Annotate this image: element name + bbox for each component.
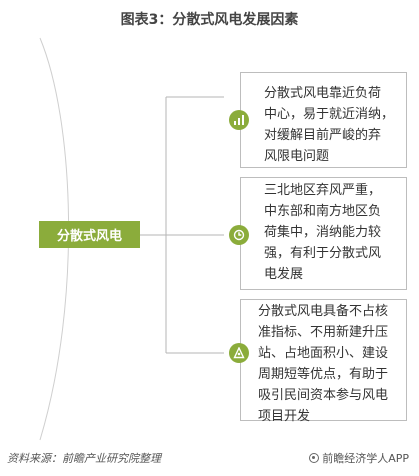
factor-3-line: 周期短等优点，有助于: [258, 367, 389, 382]
brand-logo-icon: [309, 453, 320, 463]
factor-1-line: 风限电问题: [264, 149, 330, 164]
decorative-arc: [39, 37, 70, 441]
source-note: 资料来源：前瞻产业研究院整理: [7, 452, 161, 465]
factor-2-line: 电发展: [264, 267, 304, 282]
factor-box-1: [240, 72, 407, 168]
center-node: 分散式风电: [39, 221, 140, 248]
chart-icon: [229, 110, 249, 130]
factor-text-2: 三北地区弃风严重， 中东部和南方地区负 荷集中，消纳能力较 强，有利于分散式风 …: [264, 180, 381, 285]
factor-1-line: 对缓解目前严峻的弃: [264, 128, 382, 143]
factor-3-line: 站、占地面积小、建设: [258, 346, 389, 361]
factor-3-line: 准指标、不用新建升压: [258, 325, 389, 340]
factor-3-line: 项目开发: [258, 409, 311, 424]
factor-2-line: 三北地区弃风严重，: [264, 183, 382, 198]
factor-2-line: 荷集中，消纳能力较: [264, 225, 382, 240]
factor-3-line: 分散式风电具备不占核: [258, 304, 389, 319]
factor-2-line: 强，有利于分散式风: [264, 246, 382, 261]
location-icon: [229, 343, 249, 363]
factor-1-line: 中心，易于就近消纳，: [264, 107, 395, 122]
clock-icon: [229, 225, 249, 245]
factor-text-3: 分散式风电具备不占核 准指标、不用新建升压 站、占地面积小、建设 周期短等优点，…: [258, 301, 388, 427]
factor-3-line: 吸引民间资本参与风电: [258, 388, 389, 403]
factor-box-2: [240, 177, 407, 290]
chart-title: 图表3：分散式风电发展因素: [120, 12, 299, 28]
factor-box-3: [240, 299, 407, 421]
factor-text-1: 分散式风电靠近负荷 中心，易于就近消纳， 对缓解目前严峻的弃 风限电问题: [264, 83, 394, 167]
factor-2-line: 中东部和南方地区负: [264, 204, 382, 219]
factor-1-line: 分散式风电靠近负荷: [264, 86, 382, 101]
brand-name: 前瞻经济学人APP: [322, 452, 409, 465]
brand-watermark: 前瞻经济学人APP: [309, 450, 409, 466]
